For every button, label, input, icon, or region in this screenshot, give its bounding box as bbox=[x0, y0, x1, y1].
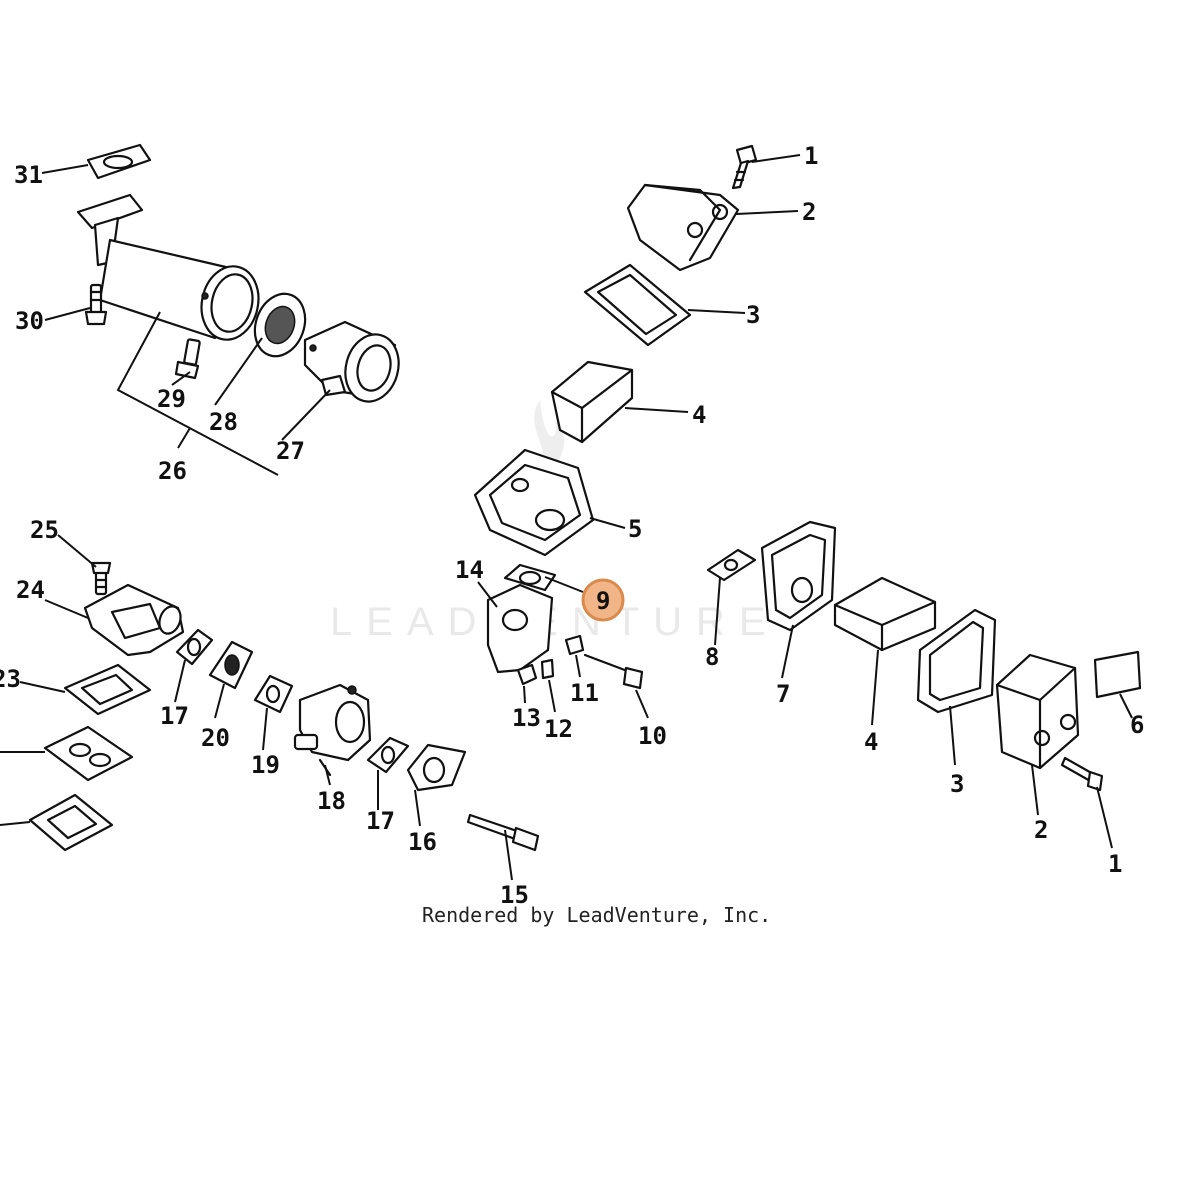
callout-17-right[interactable]: 17 bbox=[366, 807, 395, 835]
nut-part-11[interactable] bbox=[564, 634, 585, 656]
callout-24[interactable]: 24 bbox=[16, 576, 45, 604]
callout-6[interactable]: 6 bbox=[1130, 711, 1144, 739]
callout-9[interactable]: 9 bbox=[596, 587, 610, 615]
callout-4-right[interactable]: 4 bbox=[864, 728, 878, 756]
callout-30[interactable]: 30 bbox=[15, 307, 44, 335]
callout-28[interactable]: 28 bbox=[209, 408, 238, 436]
callout-2-right[interactable]: 2 bbox=[1034, 816, 1048, 844]
callout-18[interactable]: 18 bbox=[317, 787, 346, 815]
intake-manifold-part-24[interactable] bbox=[83, 583, 185, 657]
muffler-bolt-part-30[interactable] bbox=[84, 283, 108, 326]
air-cleaner-gasket-part-3-top[interactable] bbox=[583, 263, 692, 347]
air-cleaner-base-part-7[interactable] bbox=[760, 520, 837, 632]
callout-2-top[interactable]: 2 bbox=[802, 198, 816, 226]
callout-27[interactable]: 27 bbox=[276, 437, 305, 465]
air-cleaner-cover-part-2-top[interactable] bbox=[626, 183, 740, 272]
leader-26 bbox=[177, 427, 191, 449]
callout-1-right[interactable]: 1 bbox=[1108, 850, 1122, 878]
gasket-part-19[interactable] bbox=[253, 674, 294, 714]
muffler-screen-part-28[interactable] bbox=[247, 287, 314, 364]
watermark-text: LEADVENTURE bbox=[330, 600, 780, 644]
callout-4-top[interactable]: 4 bbox=[692, 401, 706, 429]
callout-3-top[interactable]: 3 bbox=[746, 301, 760, 329]
gasket-part-22[interactable] bbox=[43, 725, 134, 782]
wing-bolt-part-1-top[interactable] bbox=[731, 144, 758, 190]
callout-19[interactable]: 19 bbox=[251, 751, 280, 779]
leader-lines bbox=[0, 154, 1133, 881]
render-credit: Rendered by LeadVenture, Inc. bbox=[422, 903, 771, 927]
gasket-part-21[interactable] bbox=[28, 793, 114, 852]
label-decal-part-6[interactable] bbox=[1093, 650, 1142, 699]
callout-17-left[interactable]: 17 bbox=[160, 702, 189, 730]
insulator-part-20[interactable] bbox=[208, 640, 254, 690]
gasket-part-17-left[interactable] bbox=[175, 628, 214, 666]
callout-20[interactable]: 20 bbox=[201, 724, 230, 752]
callout-5[interactable]: 5 bbox=[628, 515, 642, 543]
callout-12[interactable]: 12 bbox=[544, 715, 573, 743]
carburetor-part-18[interactable] bbox=[293, 683, 372, 777]
air-cleaner-cover-part-2-right[interactable] bbox=[995, 653, 1080, 770]
callout-29[interactable]: 29 bbox=[157, 385, 186, 413]
group-bracket-26 bbox=[116, 311, 279, 476]
callout-31[interactable]: 31 bbox=[14, 161, 43, 189]
spacer-part-16[interactable] bbox=[406, 743, 467, 792]
gasket-part-17-right[interactable] bbox=[366, 736, 410, 774]
callout-16[interactable]: 16 bbox=[408, 828, 437, 856]
callout-10[interactable]: 10 bbox=[638, 722, 667, 750]
muffler-cap-part-27[interactable] bbox=[303, 320, 406, 408]
screw-part-25[interactable] bbox=[90, 561, 112, 596]
callout-11[interactable]: 11 bbox=[570, 679, 599, 707]
callout-3-right[interactable]: 3 bbox=[950, 770, 964, 798]
bracket-part-14[interactable] bbox=[486, 583, 554, 674]
nut-part-13[interactable] bbox=[516, 663, 538, 686]
callout-1-top[interactable]: 1 bbox=[804, 142, 818, 170]
muffler-screw-part-29[interactable] bbox=[174, 338, 201, 380]
callout-15[interactable]: 15 bbox=[500, 881, 529, 909]
callout-23[interactable]: 23 bbox=[0, 665, 21, 693]
gasket-part-9[interactable] bbox=[503, 563, 557, 592]
gasket-part-23[interactable] bbox=[63, 663, 152, 716]
gasket-part-8[interactable] bbox=[706, 548, 757, 582]
callout-25[interactable]: 25 bbox=[30, 516, 59, 544]
muffler-body-part-26[interactable] bbox=[76, 193, 265, 345]
callout-labels: 31 30 29 28 27 26 25 24 23 17 20 19 18 1… bbox=[0, 142, 1144, 909]
filter-element-part-4-right[interactable] bbox=[833, 576, 937, 652]
filter-element-part-4-top[interactable] bbox=[550, 360, 634, 444]
clip-part-12[interactable] bbox=[540, 658, 555, 680]
callout-7[interactable]: 7 bbox=[776, 680, 790, 708]
callout-13[interactable]: 13 bbox=[512, 704, 541, 732]
wing-bolt-part-1-right[interactable] bbox=[1060, 756, 1104, 792]
callout-8[interactable]: 8 bbox=[705, 643, 719, 671]
callout-26[interactable]: 26 bbox=[158, 457, 187, 485]
callout-14[interactable]: 14 bbox=[455, 556, 484, 584]
highlight-marker-part-9[interactable] bbox=[581, 578, 625, 622]
muffler-gasket-part-31[interactable] bbox=[86, 143, 152, 180]
breather-tube-part-10[interactable] bbox=[583, 653, 644, 690]
stud-bolt-part-15[interactable] bbox=[466, 813, 540, 852]
air-cleaner-gasket-part-3-right[interactable] bbox=[916, 608, 997, 714]
air-cleaner-base-part-5[interactable] bbox=[473, 448, 595, 557]
